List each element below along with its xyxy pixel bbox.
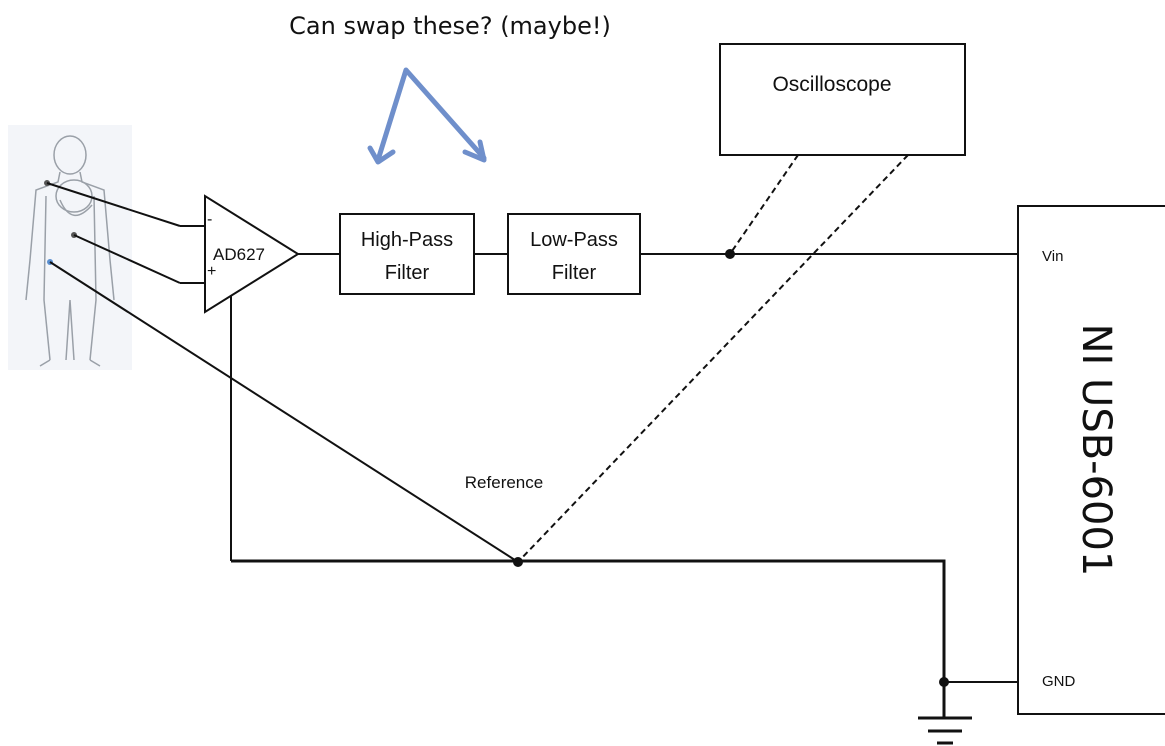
- scope-signal-probe: [729, 154, 799, 255]
- oscilloscope-label: Oscilloscope: [772, 73, 891, 96]
- amplifier-plus-label: +: [207, 263, 216, 280]
- device-name-label: NI USB-6001: [1073, 324, 1119, 577]
- reference-junction-dot: [513, 557, 523, 567]
- ground-symbol-icon: [918, 716, 972, 745]
- amplifier-minus-label: -: [207, 211, 212, 228]
- high-pass-filter-block: High-Pass Filter: [339, 213, 475, 295]
- reference-label: Reference: [465, 473, 543, 492]
- lpf-label-line2: Filter: [552, 262, 597, 284]
- swap-annotation: Can swap these? (maybe!): [289, 12, 611, 40]
- oscilloscope-block: Oscilloscope: [719, 43, 966, 156]
- lead-wire-minus: [46, 182, 181, 227]
- vin-terminal-label: Vin: [1042, 248, 1063, 265]
- amplifier-label: AD627: [213, 245, 265, 264]
- low-pass-filter-block: Low-Pass Filter: [507, 213, 641, 295]
- ad627-amplifier: - + AD627: [204, 194, 300, 314]
- lead-wire-plus: [73, 234, 181, 284]
- swap-arrows-icon: [367, 67, 487, 165]
- human-body-icon: [8, 125, 132, 370]
- scope-ground-probe: [517, 154, 909, 563]
- ground-bus-wire: [231, 559, 946, 682]
- lpf-label-line1: Low-Pass: [530, 229, 618, 251]
- gnd-terminal-label: GND: [1042, 673, 1076, 690]
- hpf-label-line2: Filter: [385, 262, 430, 284]
- reference-lead-wire: [49, 261, 519, 563]
- ni-usb-6001-device: Vin GND NI USB-6001: [1017, 205, 1165, 715]
- hpf-label-line1: High-Pass: [361, 229, 453, 251]
- signal-junction-dot: [725, 249, 735, 259]
- ground-junction-dot: [939, 677, 949, 687]
